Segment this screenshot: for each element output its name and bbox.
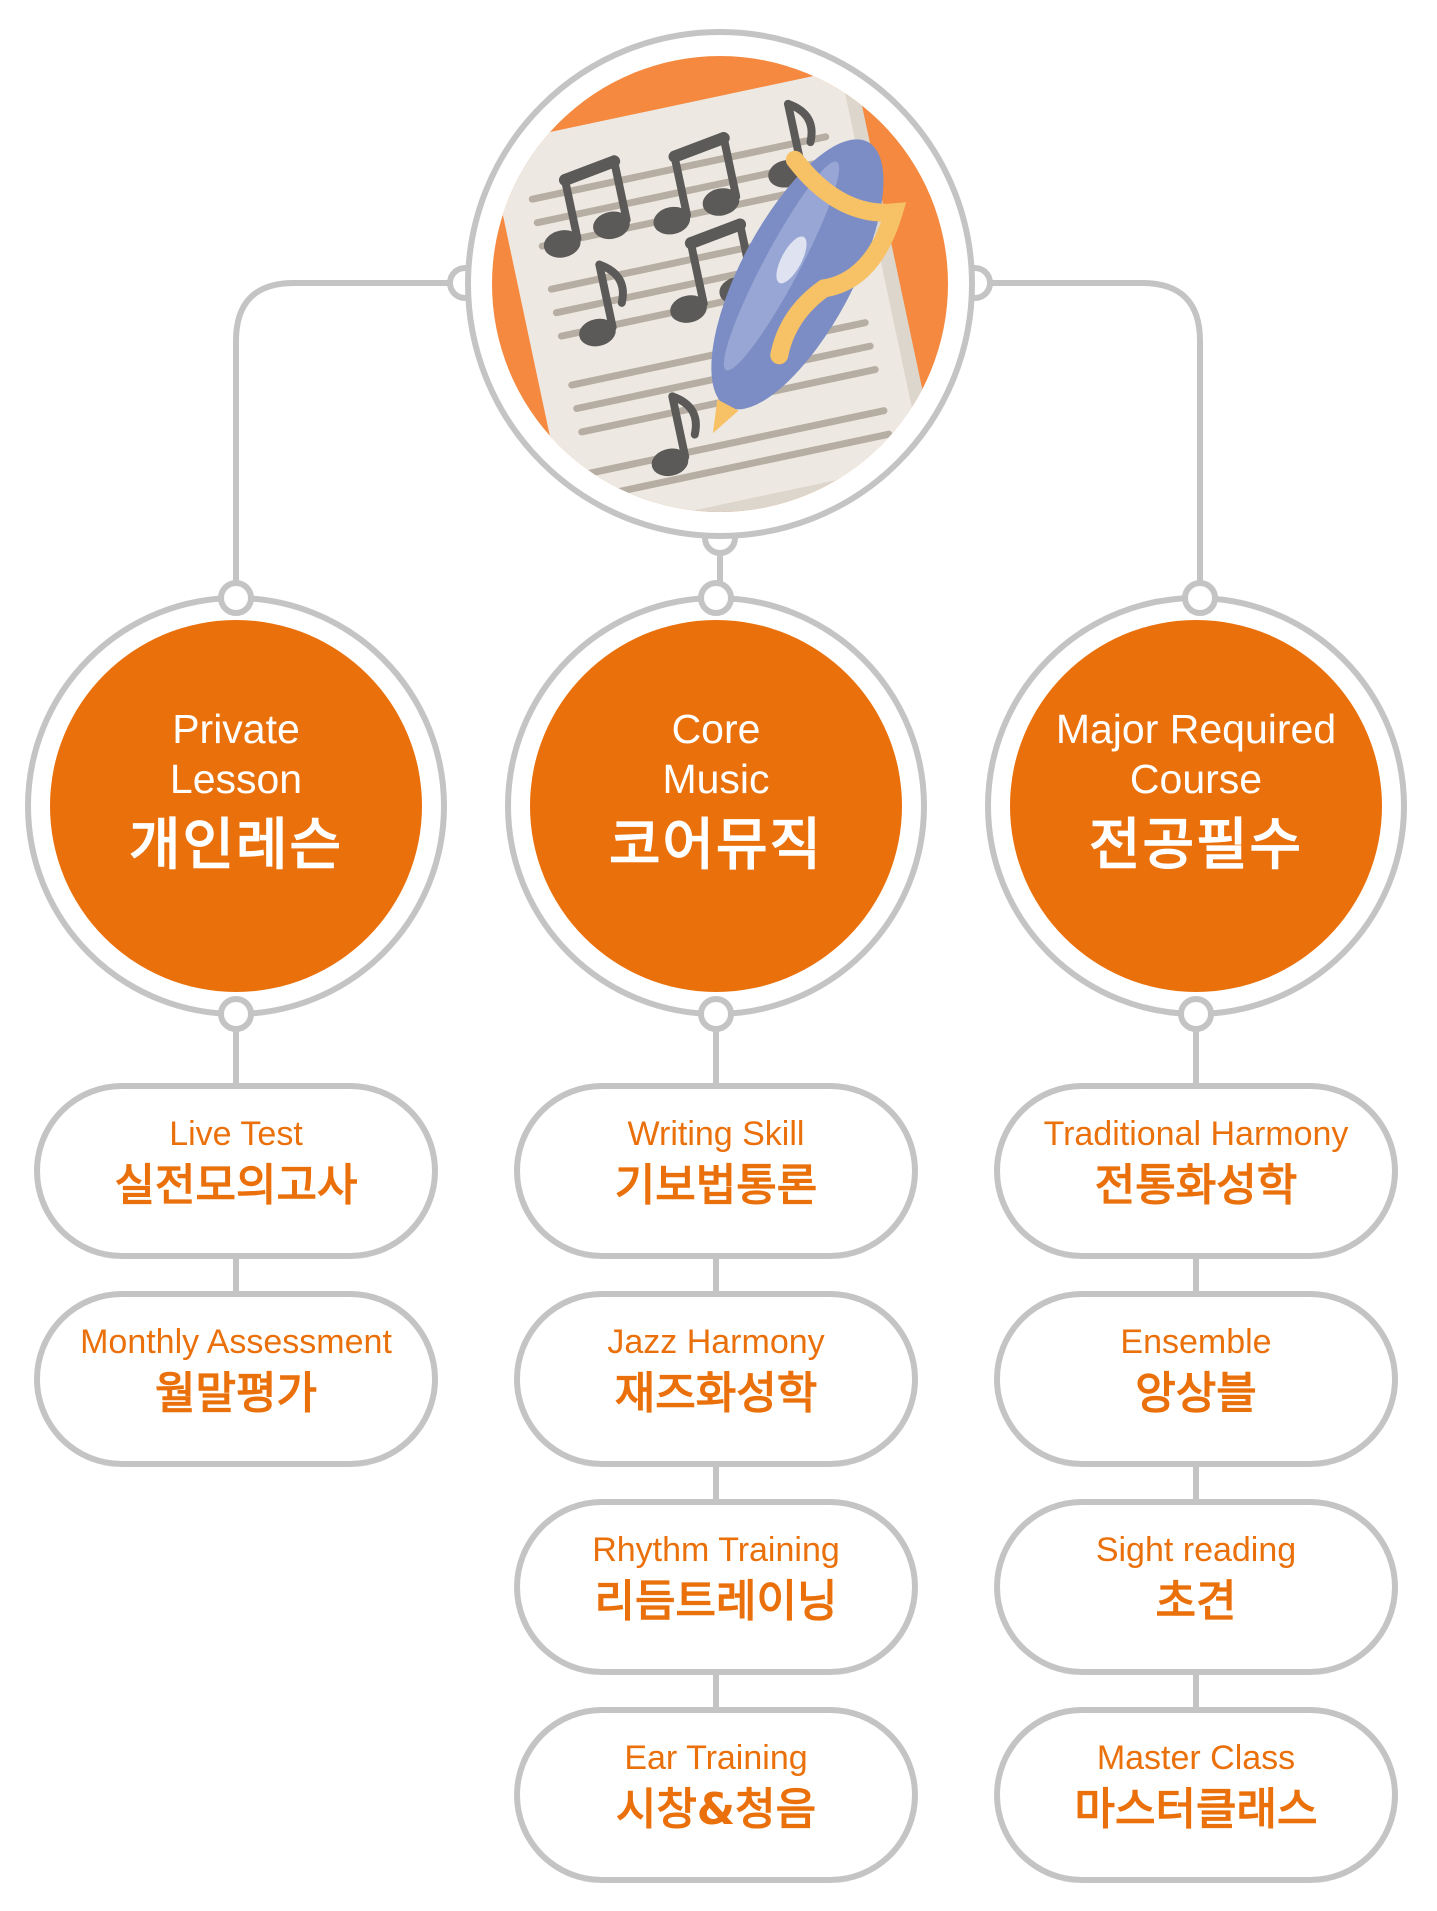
course-name-ko: 월말평가 (155, 1368, 317, 1419)
course-name-ko: 기보법통론 (614, 1160, 818, 1211)
course-label: Traditional Harmony 전통화성학 (1001, 1114, 1391, 1214)
category-name-en: Major Required (1055, 706, 1337, 752)
category-circle-private (50, 620, 422, 992)
connector-dot (1182, 580, 1218, 616)
course-pill-private-1 (34, 1291, 438, 1467)
course-name-ko: 시창&청음 (615, 1784, 817, 1835)
category-name-ko: 전공필수 (1088, 813, 1304, 878)
sheet-music-pen-icon (458, 22, 982, 546)
connector-private (233, 280, 465, 602)
course-name-en: Ear Training (624, 1739, 808, 1777)
course-name-ko: 전통화성학 (1094, 1160, 1298, 1211)
course-name-en: Sight reading (1095, 1531, 1297, 1569)
course-name-en: Writing Skill (627, 1115, 805, 1153)
category-name-ko: 코어뮤직 (608, 813, 824, 878)
connector-major (975, 280, 1203, 602)
category-circle-major (1010, 620, 1382, 992)
course-name-en: Traditional Harmony (1043, 1115, 1349, 1153)
connector-dot (698, 996, 734, 1032)
course-name-ko: 재즈화성학 (614, 1368, 818, 1419)
category-name-en: Course (1129, 756, 1263, 802)
category-name-en: Music (662, 756, 770, 802)
course-name-ko: 초견 (1155, 1576, 1237, 1627)
course-label: Writing Skill 기보법통론 (521, 1114, 911, 1214)
category-circle-core (530, 620, 902, 992)
course-name-ko: 마스터클래스 (1074, 1784, 1318, 1835)
category-name-en: Lesson (169, 756, 303, 802)
course-label: Ensemble 앙상블 (1001, 1322, 1391, 1422)
connector-dot (218, 996, 254, 1032)
category-name-en: Core (671, 706, 761, 752)
category-name-en: Private (172, 706, 300, 752)
course-name-en: Live Test (169, 1115, 303, 1153)
course-label: Ear Training 시창&청음 (521, 1738, 911, 1838)
category-name-ko: 개인레슨 (128, 813, 344, 878)
course-label: Master Class 마스터클래스 (1001, 1738, 1391, 1838)
course-name-en: Ensemble (1120, 1323, 1272, 1361)
course-name-en: Monthly Assessment (80, 1323, 392, 1361)
course-name-ko: 리듬트레이닝 (594, 1576, 838, 1627)
course-label: Rhythm Training 리듬트레이닝 (521, 1530, 911, 1630)
connector-dot (698, 580, 734, 616)
course-label: Live Test 실전모의고사 (41, 1114, 431, 1214)
connector-dot (1178, 996, 1214, 1032)
course-pill-core-3 (514, 1707, 918, 1883)
course-name-ko: 실전모의고사 (114, 1160, 358, 1211)
course-name-en: Jazz Harmony (607, 1323, 825, 1361)
course-name-en: Rhythm Training (592, 1531, 840, 1569)
course-pill-major-3 (994, 1707, 1398, 1883)
connector-dot (218, 580, 254, 616)
course-label: Monthly Assessment 월말평가 (41, 1322, 431, 1422)
course-label: Sight reading 초견 (1001, 1530, 1391, 1630)
course-name-ko: 앙상블 (1135, 1368, 1257, 1419)
course-name-en: Master Class (1096, 1739, 1296, 1777)
course-label: Jazz Harmony 재즈화성학 (521, 1322, 911, 1422)
